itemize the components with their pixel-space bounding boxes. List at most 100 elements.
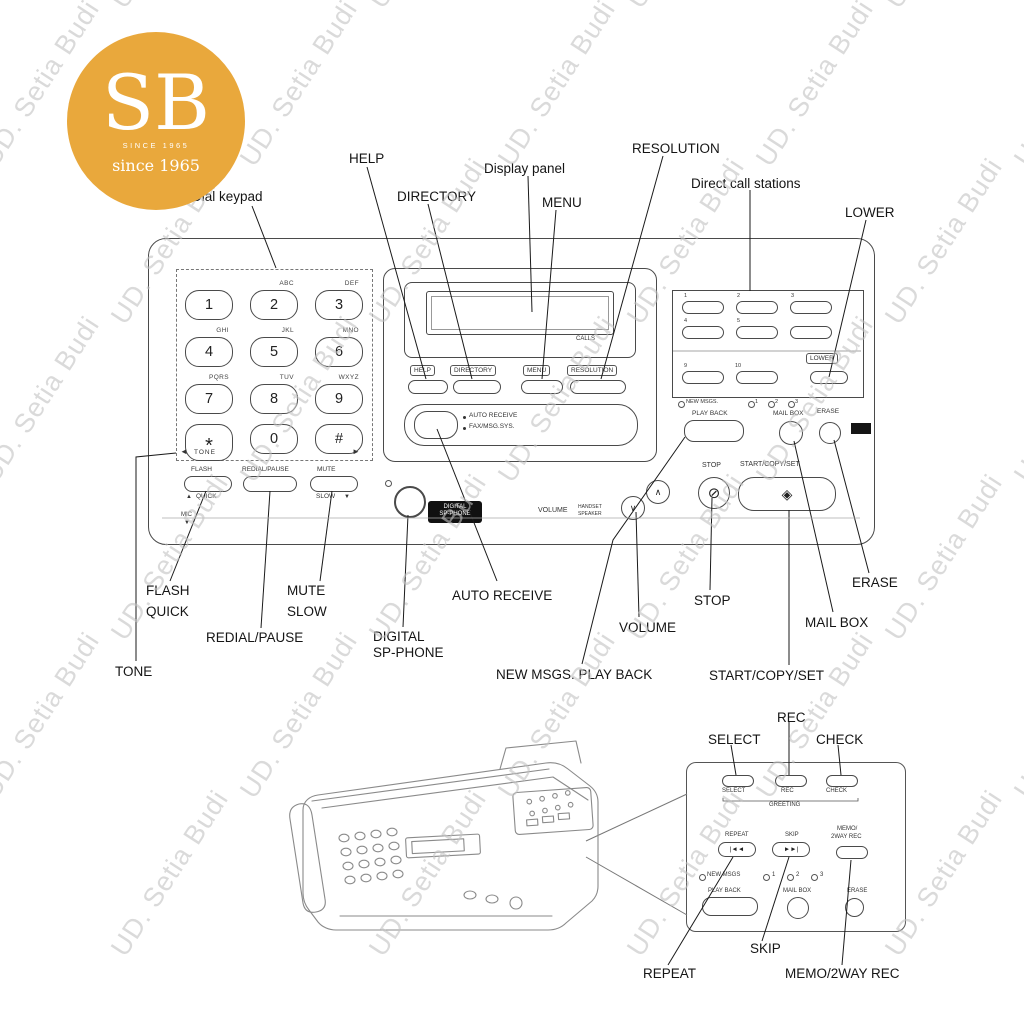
rec-button [775, 775, 807, 787]
auto-receive-button [414, 411, 458, 439]
detail-led-3-label: 3 [820, 872, 824, 878]
watermark-text: UD. Setia Budi [879, 468, 1009, 646]
key-digit: 8 [250, 384, 298, 414]
watermark-text: UD. Setia Budi [0, 626, 106, 804]
repeat-button: |◄◄ [718, 842, 756, 857]
watermark-text: UD. Setia Budi [750, 0, 880, 172]
detail-mail-box-button [787, 897, 809, 919]
detail-new-msgs-legend: NEW MSGS [707, 872, 741, 878]
key-letters: PQRS [208, 374, 229, 381]
callout-dial-keypad: Dial keypad [192, 189, 263, 204]
redial-pause-button [243, 476, 297, 492]
callout-stop: STOP [694, 593, 731, 608]
handset [289, 803, 326, 913]
play-back-button [684, 420, 744, 442]
calls-legend: CALLS [576, 336, 596, 342]
skip-button: ►►| [772, 842, 810, 857]
tone-right-arrow-icon: ► [352, 447, 360, 456]
control-panel-outline [148, 238, 875, 545]
station-button [790, 301, 832, 314]
watermark-text: UD. Setia Budi [363, 0, 493, 14]
detail-led-1 [763, 874, 770, 881]
key-letters: MNO [342, 327, 359, 334]
resolution-legend: RESOLUTION [567, 365, 618, 376]
machine-recorder-area [512, 787, 594, 835]
skip-icon: ►►| [783, 846, 799, 853]
menu-button [521, 380, 563, 394]
key-digit: 1 [185, 290, 233, 320]
tone-legend: TONE [194, 449, 216, 456]
logo-initials: SB [102, 57, 210, 147]
callout-display-panel: Display panel [484, 161, 566, 176]
key-digit: 5 [250, 337, 298, 367]
detail-play-back-legend: PLAY BACK [708, 888, 741, 894]
key-digit: 7 [185, 384, 233, 414]
callout-lower: LOWER [845, 205, 895, 220]
callout-check: CHECK [816, 732, 864, 747]
zoom-cone-lines [585, 793, 688, 916]
paper-support [499, 740, 582, 770]
new-msgs-legend: NEW MSGS. [686, 399, 719, 405]
callout-erase: ERASE [852, 575, 898, 590]
watermark-text: UD. Setia Budi [1008, 627, 1024, 804]
callout-repeat: REPEAT [643, 966, 697, 981]
detail-led-2-label: 2 [796, 872, 800, 878]
sp-badge-line1: DIGITAL [443, 504, 467, 510]
volume-up-button: ∧ [646, 480, 670, 504]
callout-skip: SKIP [750, 941, 781, 956]
callout-auto-receive: AUTO RECEIVE [452, 588, 553, 603]
flash-legend: FLASH [191, 466, 212, 473]
watermark-text: UD. Setia Budi [234, 626, 364, 804]
station-button [736, 371, 778, 384]
key-letters: DEF [344, 280, 359, 287]
detail-erase-legend: ERASE [847, 888, 868, 894]
machine-keypad-dots [338, 827, 404, 885]
mute-button [310, 476, 358, 492]
callout-new-msgs-play-back: NEW MSGS. PLAY BACK [496, 667, 653, 682]
callout-digital-sp-phone-line1: DIGITAL [373, 629, 425, 644]
msg-led-3-label: 3 [795, 399, 799, 405]
fax-msg-sys-legend: FAX/MSG.SYS. [469, 423, 515, 430]
msg-led-1-label: 1 [755, 399, 759, 405]
key-digit: 9 [315, 384, 363, 414]
new-msgs-led [678, 401, 685, 408]
logo-since-large: since 1965 [112, 156, 200, 176]
msg-led-3 [788, 401, 795, 408]
key-hash: # [315, 414, 363, 454]
quick-arrow-icon: ▲ [186, 494, 192, 500]
volume-down-button: ∨ [621, 496, 645, 520]
detail-led-2 [787, 874, 794, 881]
select-legend: SELECT [722, 788, 746, 794]
callout-slow: SLOW [287, 604, 327, 619]
machine-display [405, 833, 481, 859]
rec-legend: REC [781, 788, 794, 794]
fax-machine-illustration [289, 740, 599, 931]
callout-flash: FLASH [146, 583, 190, 598]
mic-arrow-icon: ▼ [184, 520, 190, 526]
auto-receive-led [463, 416, 466, 419]
erase-button [819, 422, 841, 444]
station-button [790, 326, 832, 339]
speaker-hole [385, 480, 392, 487]
key-digit: 0 [250, 424, 298, 454]
memo-legend-line2: 2WAY REC [831, 834, 862, 840]
callout-memo-2way-rec: MEMO/2WAY REC [785, 966, 900, 981]
callout-menu: MENU [542, 195, 582, 210]
watermark-text: UD. Setia Budi [1008, 311, 1024, 488]
menu-legend: MENU [523, 365, 551, 376]
watermark-text: UD. Setia Budi [363, 784, 493, 962]
watermark-text: UD. Setia Budi [234, 0, 364, 172]
auto-receive-legend: AUTO RECEIVE [469, 412, 518, 419]
memo-legend-line1: MEMO/ [837, 826, 858, 832]
machine-round-button [509, 896, 523, 910]
mic-legend: MIC [181, 512, 192, 518]
repeat-icon: |◄◄ [729, 846, 745, 853]
contrast-slider [851, 423, 871, 434]
watermark-text: UD. Setia Budi [879, 152, 1009, 330]
callout-start-copy-set: START/COPY/SET [709, 668, 825, 683]
sp-phone-button [394, 486, 426, 518]
